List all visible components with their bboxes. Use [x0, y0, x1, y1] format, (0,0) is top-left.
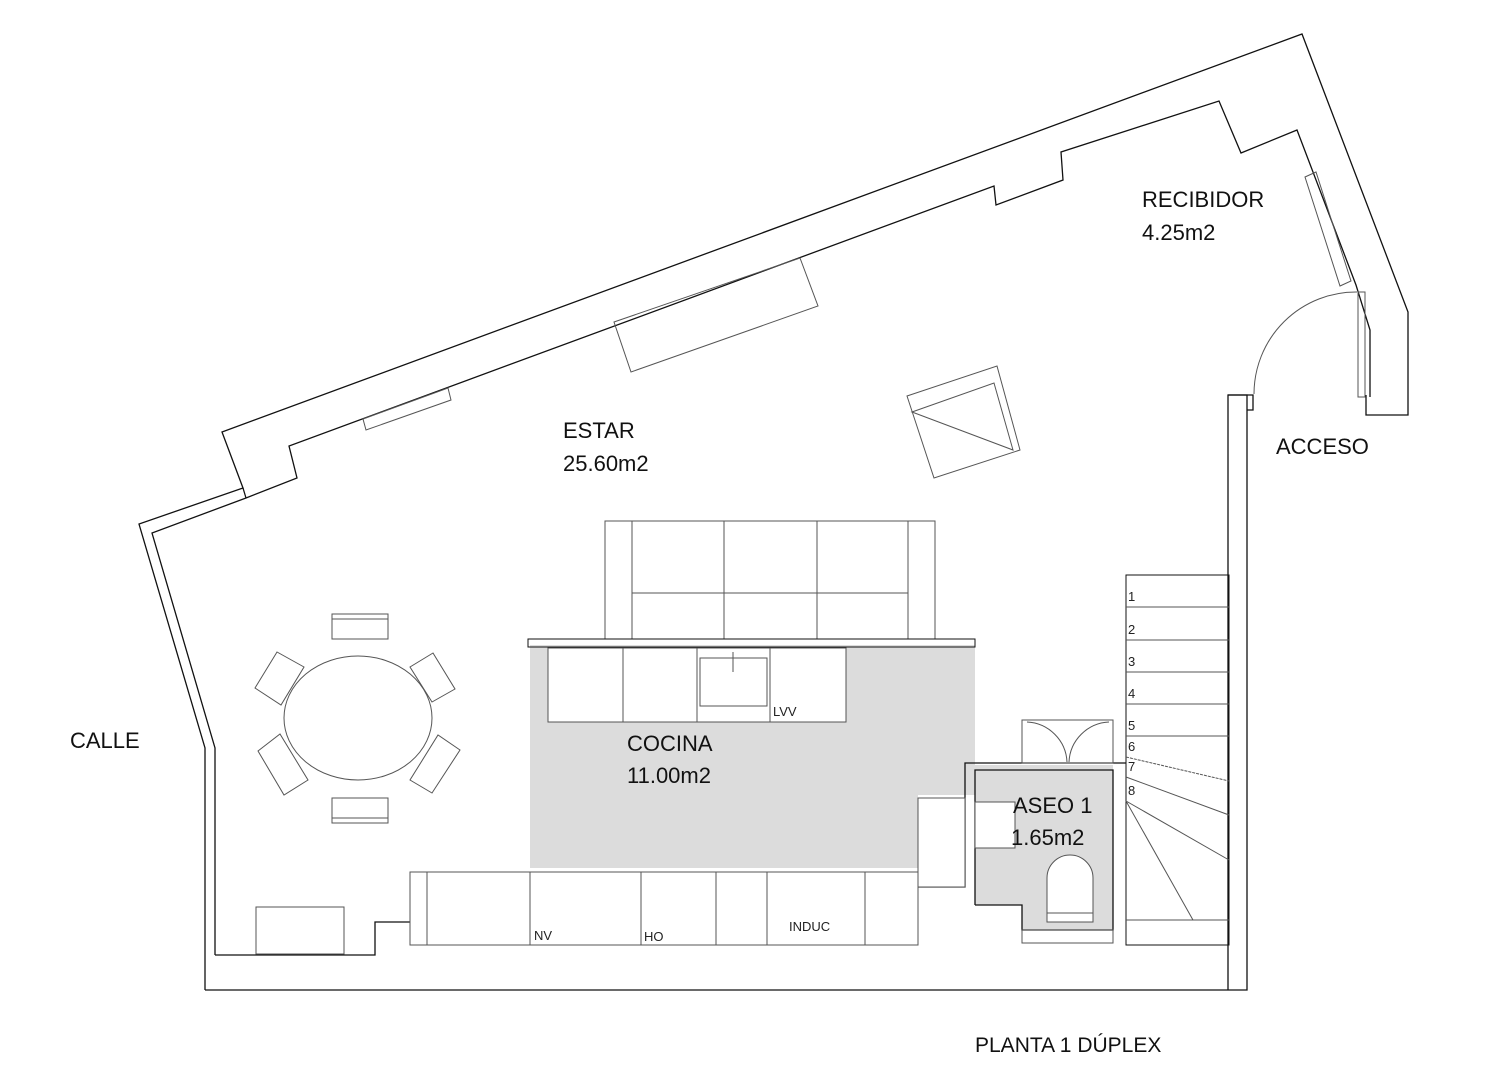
- appliance-lvv: LVV: [773, 704, 797, 719]
- appliance-ho: HO: [644, 929, 664, 944]
- bottom-counter: [409, 871, 919, 946]
- cabinet: [255, 906, 345, 955]
- room-label-cocina: COCINA: [627, 731, 713, 756]
- staircase: [1125, 574, 1230, 946]
- door-swing-arc: [1253, 291, 1358, 395]
- dining-chairs: [254, 613, 461, 824]
- label-calle: CALLE: [70, 728, 140, 753]
- room-area-estar: 25.60m2: [563, 451, 649, 476]
- toilet: [1046, 854, 1094, 923]
- stair-step-7: 7: [1128, 759, 1136, 774]
- stair-step-1: 1: [1128, 589, 1136, 604]
- appliance-induc: INDUC: [789, 919, 831, 934]
- window-small: [362, 387, 452, 431]
- aseo-sink: [974, 801, 1016, 849]
- room-label-recibidor: RECIBIDOR: [1142, 187, 1265, 212]
- window-large: [613, 257, 819, 373]
- exterior-wall-outline: [138, 33, 1409, 990]
- room-area-aseo: 1.65m2: [1011, 825, 1085, 850]
- sofa: [604, 520, 936, 640]
- aseo-door: [1021, 719, 1114, 764]
- room-area-cocina: 11.00m2: [627, 763, 711, 788]
- plan-title: PLANTA 1 DÚPLEX: [975, 1034, 1162, 1057]
- interior-wall-line: [151, 100, 1371, 955]
- appliance-nv: NV: [534, 928, 553, 943]
- stair-step-6: 6: [1128, 739, 1136, 754]
- interior-wall-bottom: [215, 921, 412, 956]
- window-recibidor: [1304, 171, 1352, 287]
- stair-step-3: 3: [1128, 654, 1136, 669]
- stair-step-4: 4: [1128, 686, 1136, 701]
- dining-table: [283, 655, 433, 781]
- label-acceso: ACCESO: [1276, 434, 1369, 459]
- stair-step-5: 5: [1128, 718, 1136, 733]
- stair-step-2: 2: [1128, 622, 1136, 637]
- room-label-estar: ESTAR: [563, 418, 635, 443]
- door-leaf: [1357, 291, 1366, 398]
- stair-step-8: 8: [1128, 783, 1136, 798]
- access-jamb: [1228, 394, 1254, 411]
- room-label-aseo: ASEO 1: [1013, 793, 1093, 818]
- kitchen-counter-top: [527, 638, 976, 648]
- armchair: [906, 365, 1021, 479]
- fridge-column: [917, 797, 966, 888]
- room-area-recibidor: 4.25m2: [1142, 220, 1216, 245]
